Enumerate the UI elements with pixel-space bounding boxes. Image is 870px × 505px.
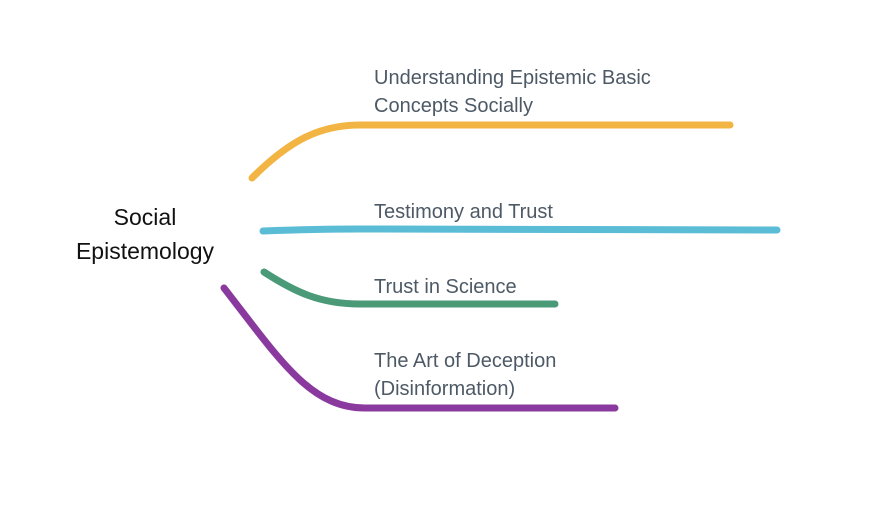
branch-label-understanding-epistemic: Understanding Epistemic Basic Concepts S…	[374, 64, 651, 120]
branch-label-trust-science: Trust in Science	[374, 273, 517, 301]
root-label-line: Social	[113, 204, 177, 230]
branch-label-line: The Art of Deception	[374, 350, 557, 372]
branch-label-line: Concepts Socially	[374, 95, 533, 117]
branch-line-trust-science	[260, 268, 559, 308]
branch-label-art-of-deception: The Art of Deception (Disinformation)	[374, 347, 556, 403]
root-label-line: Epistemology	[75, 238, 215, 264]
branch-label-line: Testimony and Trust	[374, 201, 553, 223]
root-node-label: Social Epistemology	[40, 200, 250, 268]
branch-line-testimony-trust	[259, 225, 781, 235]
branch-line-art-of-deception	[220, 284, 619, 412]
branch-label-line: Understanding Epistemic Basic	[374, 67, 651, 89]
branch-label-line: Trust in Science	[374, 276, 517, 298]
branch-label-line: (Disinformation)	[374, 378, 516, 400]
branch-line-understanding-epistemic	[248, 121, 734, 182]
branch-label-testimony-trust: Testimony and Trust	[374, 198, 553, 226]
